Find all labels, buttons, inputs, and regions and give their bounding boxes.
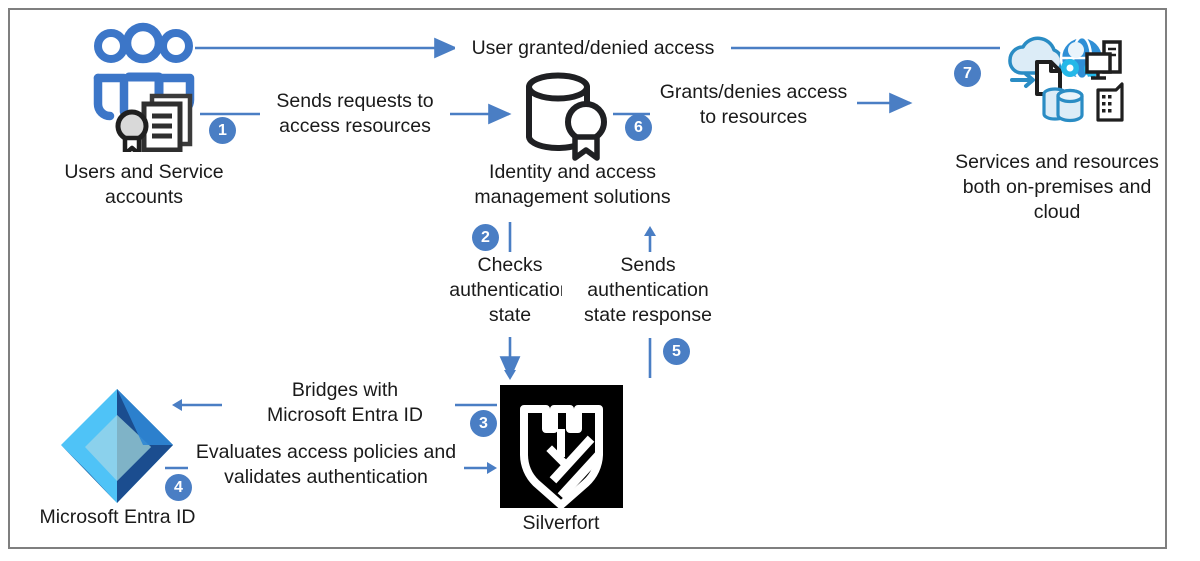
- flow-label-1: Sends requests to access resources: [260, 89, 450, 139]
- silverfort-shield-icon: [500, 385, 623, 509]
- flow-badge-4: 4: [165, 474, 192, 501]
- flow-label-5: Sends authentication state response: [562, 253, 734, 328]
- users-and-certificate-icon: [84, 22, 204, 157]
- flow-badge-6: 6: [625, 114, 652, 141]
- flow-label-6: Grants/denies access to resources: [650, 80, 857, 130]
- node-label-entra: Microsoft Entra ID: [39, 506, 196, 528]
- flow-badge-5: 5: [663, 338, 690, 365]
- node-label-silverfort: Silverfort: [522, 512, 600, 534]
- node-label-services: Services and resources both on-premises …: [955, 151, 1159, 223]
- cloud-services-resources-icon: [992, 28, 1132, 143]
- flow-label-4: Evaluates access policies and validates …: [188, 440, 464, 490]
- flow-badge-2: 2: [472, 224, 499, 251]
- flow-badge-3: 3: [470, 410, 497, 437]
- flow-label-7: User granted/denied access: [455, 36, 731, 61]
- node-label-iam: Identity and access management solutions: [474, 161, 671, 208]
- flow-badge-7: 7: [954, 60, 981, 87]
- node-label-users: Users and Service accounts: [64, 161, 224, 208]
- microsoft-entra-id-icon: [55, 385, 180, 510]
- flow-label-3: Bridges with Microsoft Entra ID: [235, 378, 455, 428]
- database-certificate-icon: [520, 70, 620, 162]
- flow-badge-1: 1: [209, 117, 236, 144]
